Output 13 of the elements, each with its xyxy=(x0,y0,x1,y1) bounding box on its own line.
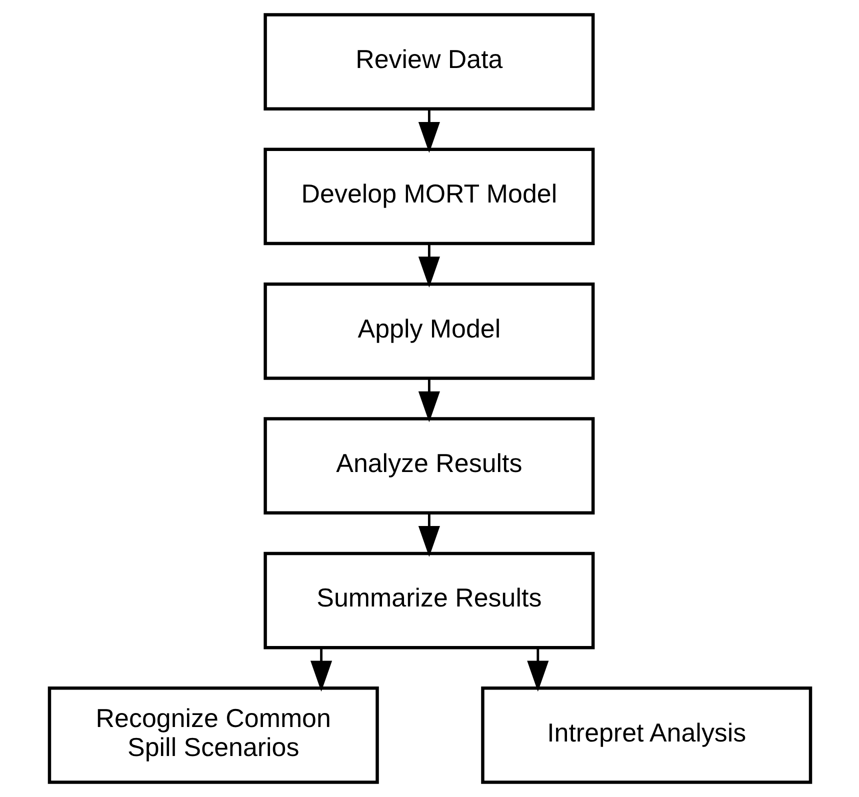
node-box: Intrepret Analysis xyxy=(480,686,812,784)
arrow xyxy=(526,648,548,692)
arrow xyxy=(418,244,440,288)
node-box: Analyze Results xyxy=(263,417,594,515)
node-box: Review Data xyxy=(263,13,594,110)
node-box: Apply Model xyxy=(263,282,594,380)
arrow xyxy=(310,648,332,692)
arrow xyxy=(418,108,440,153)
arrow xyxy=(418,512,440,557)
arrow xyxy=(418,378,440,422)
node-box: Recognize Common Spill Scenarios xyxy=(47,686,378,784)
node-box: Summarize Results xyxy=(263,552,594,650)
node-box: Develop MORT Model xyxy=(263,148,594,246)
